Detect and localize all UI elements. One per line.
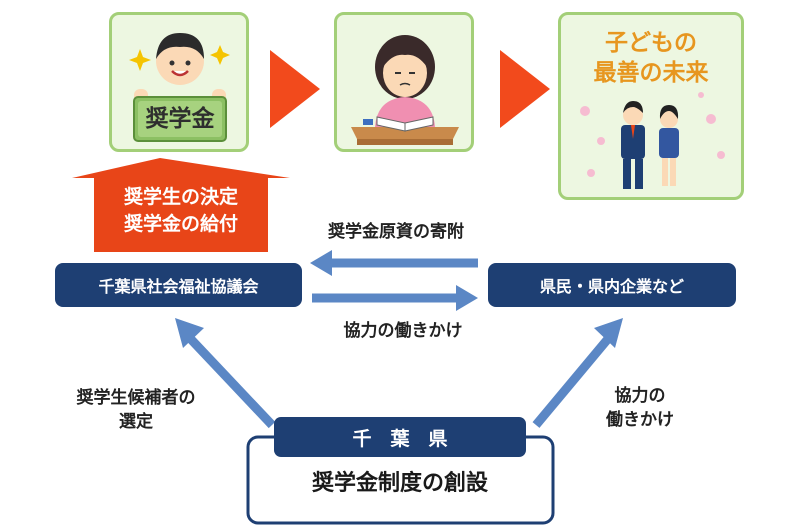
chevron-arrow-1 — [270, 50, 320, 128]
cooperation-right-line1: 協力の — [614, 386, 666, 406]
girl-studying-illustration — [351, 35, 459, 145]
future-title-line2: 最善の未来 — [593, 60, 709, 86]
panel-scholarship: 奨学金 — [109, 12, 249, 152]
selection-label-line1: 奨学生候補者の — [76, 388, 196, 408]
scholarship-sign-text: 奨学金 — [145, 106, 215, 132]
council-label: 千葉県社会福祉協議会 — [98, 277, 259, 296]
residents-label: 県民・県内企業など — [539, 277, 684, 296]
chevron-arrow-2 — [500, 50, 550, 128]
right-arrowhead — [456, 285, 478, 311]
student-with-sign-illustration — [129, 33, 230, 142]
panel-studying — [334, 12, 474, 152]
panel-future: 子どもの 最善の未来 — [558, 12, 744, 200]
decision-payment-text-line1: 奨学生の決定 — [123, 186, 238, 208]
prefecture-title-box: 千 葉 県 — [274, 417, 526, 457]
graduates-illustration — [580, 92, 725, 189]
future-title-line1: 子どもの — [605, 30, 697, 56]
donation-label: 奨学金原資の寄附 — [328, 222, 464, 242]
left-arrowhead — [310, 250, 332, 276]
selection-label-line2: 選定 — [119, 412, 153, 432]
cooperation-right-line2: 働きかけ — [606, 410, 674, 430]
prefecture-title: 千 葉 県 — [352, 427, 448, 450]
red-up-arrow — [72, 158, 290, 252]
diag-arrowhead-left — [175, 318, 204, 348]
decision-payment-text-line2: 奨学金の給付 — [123, 213, 238, 235]
diag-arrowhead-right — [594, 318, 623, 348]
prefecture-subtitle: 奨学金制度の創設 — [311, 471, 488, 496]
cooperation-lower-label: 協力の働きかけ — [343, 321, 463, 341]
council-box: 千葉県社会福祉協議会 — [55, 263, 302, 307]
residents-box: 県民・県内企業など — [488, 263, 736, 307]
